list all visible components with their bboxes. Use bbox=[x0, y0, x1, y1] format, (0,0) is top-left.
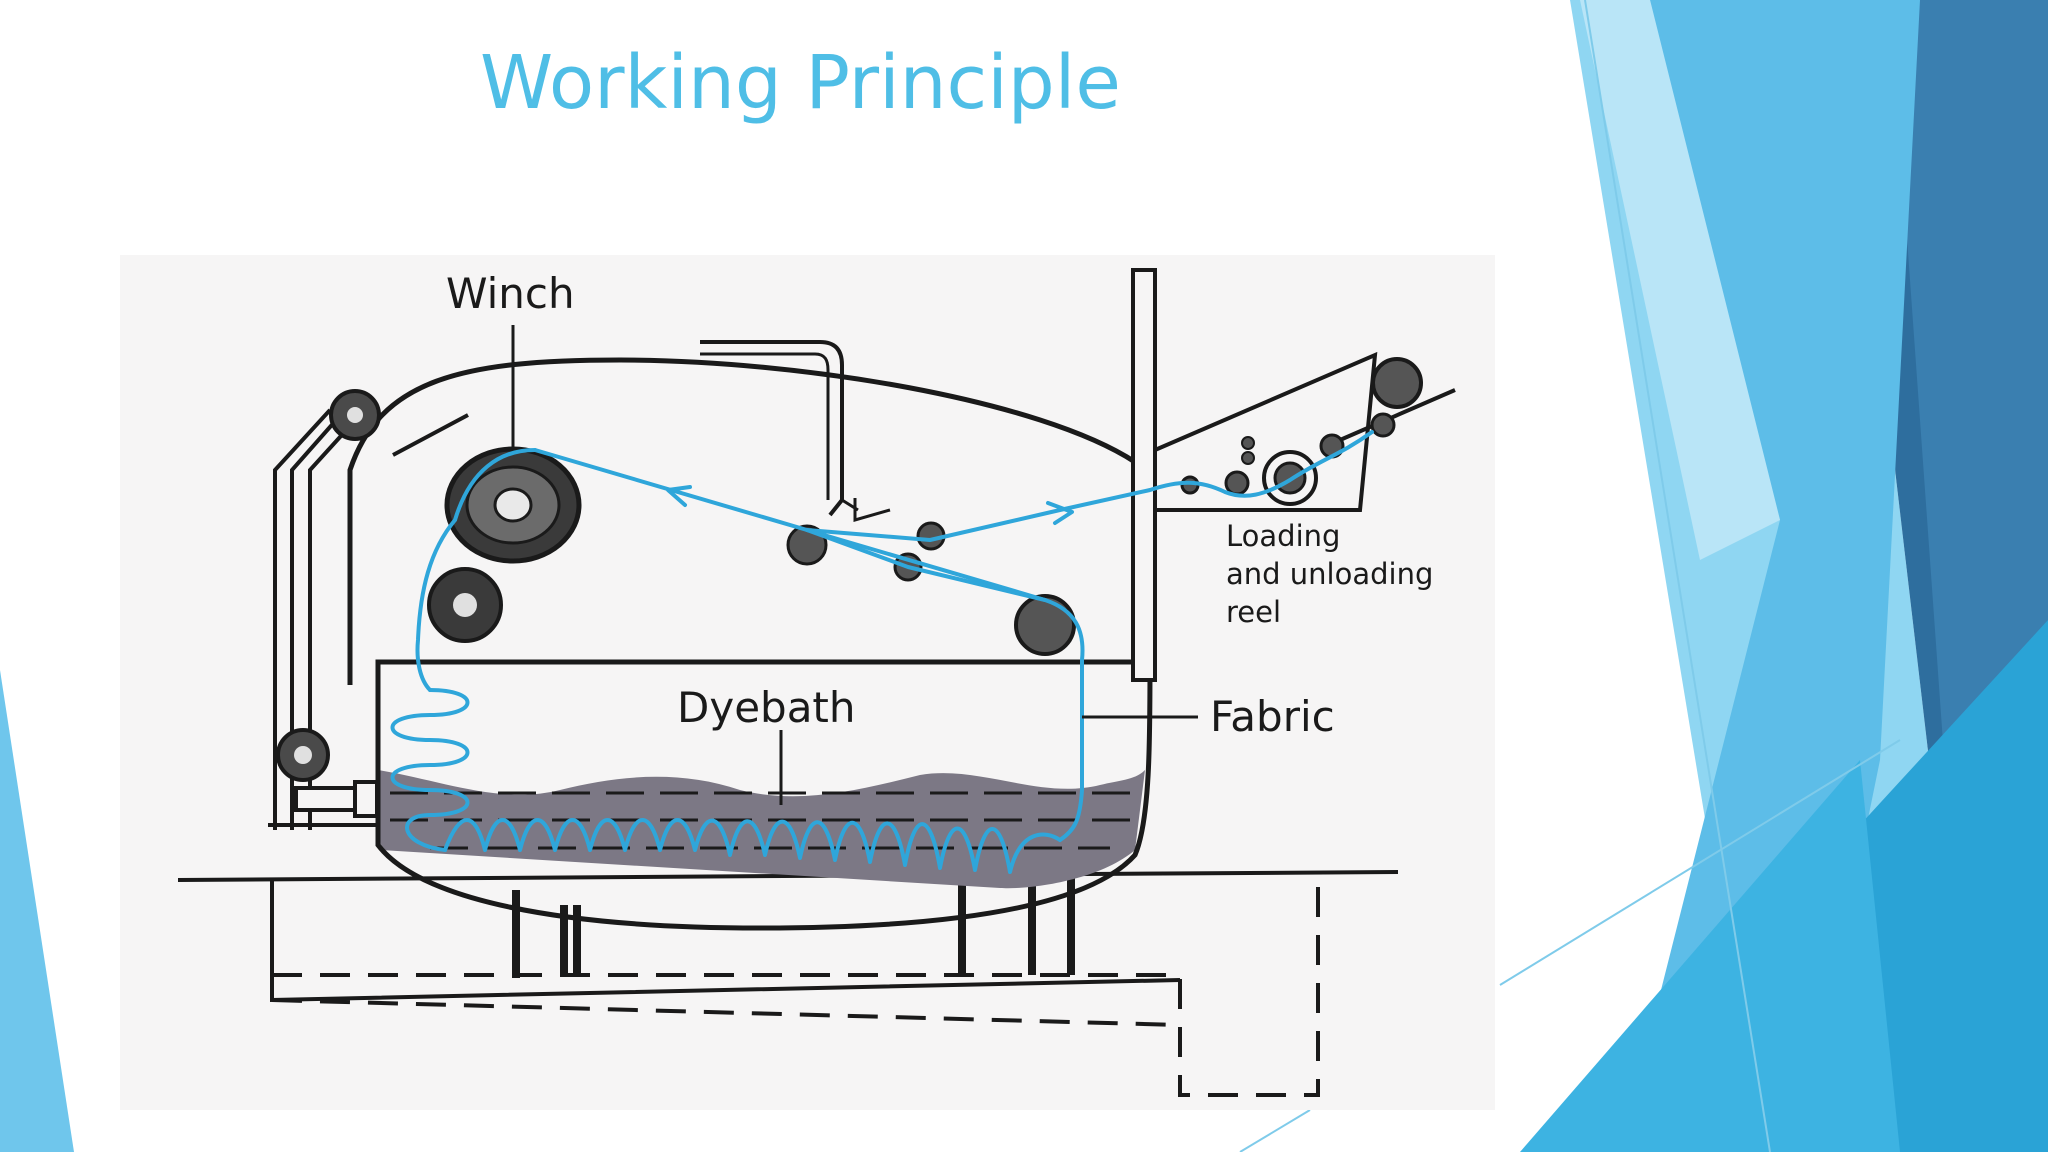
left-pipe-2 bbox=[290, 408, 347, 830]
nozzle bbox=[841, 498, 891, 522]
frame-post bbox=[1131, 268, 1157, 682]
left-pipe-1 bbox=[273, 408, 332, 830]
label-loading-2: and unloading bbox=[1226, 557, 1433, 591]
loading-roller-top bbox=[1371, 357, 1423, 409]
lower-left-roller-hub bbox=[453, 593, 477, 617]
right-facet-cyan-2 bbox=[1520, 760, 1900, 1152]
loading-arm bbox=[1339, 388, 1456, 442]
loading-roller-a bbox=[1224, 470, 1250, 496]
loading-reel-big bbox=[1262, 450, 1318, 506]
label-fabric: Fabric bbox=[1210, 692, 1335, 741]
loading-frame bbox=[1154, 351, 1378, 512]
top-pipe-inner bbox=[700, 352, 830, 500]
machine-hood bbox=[347, 357, 1138, 685]
loading-roller-c bbox=[1241, 436, 1255, 450]
fabric-folds bbox=[443, 818, 1062, 874]
tank-bowl bbox=[375, 659, 1153, 931]
leg-2 bbox=[560, 905, 568, 977]
thin-line-1 bbox=[1584, 0, 1771, 1152]
fabric-top-run bbox=[533, 448, 1085, 842]
leg-1 bbox=[512, 890, 520, 978]
left-valve-cap bbox=[353, 780, 379, 818]
arrow-right bbox=[1046, 501, 1074, 525]
label-dyebath: Dyebath bbox=[677, 683, 856, 732]
floor-line bbox=[177, 870, 1399, 882]
guide-roller-4 bbox=[1014, 594, 1076, 656]
pump-roller-hub bbox=[294, 746, 312, 764]
thin-line-2 bbox=[1499, 739, 1901, 986]
fabric-path bbox=[390, 430, 1374, 874]
leg-3 bbox=[573, 905, 581, 977]
drain-pit-dashed bbox=[272, 875, 1320, 1097]
label-loading-3: reel bbox=[1226, 595, 1281, 629]
loading-roller-small bbox=[1370, 412, 1396, 438]
loading-roller-d bbox=[1241, 451, 1255, 465]
top-pipe bbox=[700, 340, 844, 517]
slide-title: Working Principle bbox=[480, 40, 1121, 126]
leg-6 bbox=[1067, 876, 1075, 975]
drain-pit-dashed-2 bbox=[271, 998, 1181, 1027]
leg-4 bbox=[958, 880, 966, 975]
top-left-roller-hub bbox=[347, 407, 363, 423]
hood-inner-line bbox=[392, 413, 469, 457]
arrow-left bbox=[666, 485, 692, 507]
winch-reel-hub bbox=[493, 487, 533, 523]
left-facet bbox=[0, 670, 74, 1152]
label-loading-1: Loading bbox=[1226, 519, 1340, 553]
leg-5 bbox=[1028, 880, 1036, 975]
fabric-coil bbox=[390, 688, 470, 852]
dye-liquor bbox=[378, 770, 1145, 889]
fabric-return-upper bbox=[805, 430, 1374, 542]
thin-line-3 bbox=[1239, 1109, 1311, 1152]
fabric-left-descent bbox=[415, 518, 457, 692]
fabric-winch-wrap bbox=[453, 448, 537, 522]
label-winch: Winch bbox=[446, 269, 575, 318]
fabric-lower-guide bbox=[805, 528, 1047, 602]
right-facet-pale bbox=[1580, 0, 1780, 560]
